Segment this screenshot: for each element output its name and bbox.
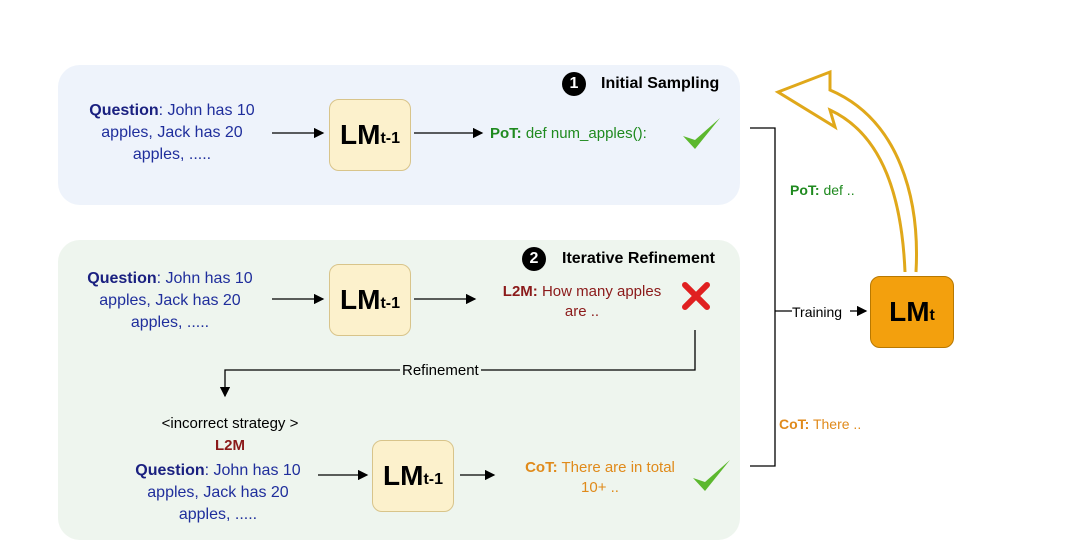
l2m-label: L2M: [502, 283, 538, 300]
pot-label: PoT: [490, 125, 522, 142]
incorrect-strategy-hint: <incorrect strategy > [161, 415, 299, 432]
cot-text: 10+ .. [581, 479, 619, 496]
question-label: Question [89, 102, 159, 119]
model-subscript: t [929, 307, 935, 324]
question-text: apples, Jack has 20 [147, 484, 289, 501]
question-label: Question [87, 270, 157, 287]
question-text: : John has 10 [158, 102, 255, 119]
model-subscript: t-1 [423, 471, 443, 488]
pot-text: def num_apples(): [521, 125, 647, 142]
l2m-text: How many apples [537, 283, 662, 300]
cot-output: CoT: There are in total 10+ .. [500, 458, 700, 498]
question-text: apples, ..... [178, 506, 258, 523]
question-text: apples, ..... [132, 146, 212, 163]
step-1-badge: 1 [562, 72, 586, 96]
question-text: : John has 10 [204, 462, 301, 479]
cot-label: CoT: [779, 416, 810, 432]
cot-text: There .. [809, 416, 862, 432]
stage1-question: Question: John has 10 apples, Jack has 2… [62, 100, 282, 166]
cot-label: CoT: [525, 459, 558, 476]
refined-question: Question: John has 10 apples, Jack has 2… [108, 460, 328, 526]
question-text: apples, Jack has 20 [101, 124, 243, 141]
pot-output: PoT: def num_apples(): [490, 124, 647, 144]
cross-icon [682, 282, 710, 310]
question-text: apples, Jack has 20 [99, 292, 241, 309]
question-text: apples, ..... [130, 314, 210, 331]
model-name: LM [340, 119, 381, 150]
cot-training-sample: CoT: There .. [779, 414, 861, 434]
l2m-text: are .. [564, 303, 600, 320]
model-subscript: t-1 [380, 130, 400, 147]
hint-strategy: L2M [215, 437, 245, 454]
check-icon [683, 118, 720, 149]
training-label: Training [792, 304, 843, 320]
model-name: LM [889, 296, 930, 327]
model-name: LM [383, 460, 424, 491]
question-text: : John has 10 [156, 270, 253, 287]
cot-text: There are in total [557, 459, 675, 476]
model-subscript: t-1 [380, 295, 400, 312]
check-icon [693, 460, 730, 491]
pot-training-sample: PoT: def .. [790, 180, 855, 200]
pot-text: def .. [819, 182, 855, 198]
pot-label: PoT: [790, 182, 820, 198]
model-name: LM [340, 284, 381, 315]
stage2-question: Question: John has 10 apples, Jack has 2… [60, 268, 280, 334]
l2m-output: L2M: How many apples are .. [482, 282, 682, 322]
feedback-arrow [774, 69, 918, 273]
step-2-badge: 2 [522, 247, 546, 271]
refinement-label: Refinement [400, 361, 481, 381]
initial-sampling-title: Initial Sampling [601, 75, 720, 92]
question-label: Question [135, 462, 205, 479]
iterative-refinement-title: Iterative Refinement [562, 250, 715, 267]
